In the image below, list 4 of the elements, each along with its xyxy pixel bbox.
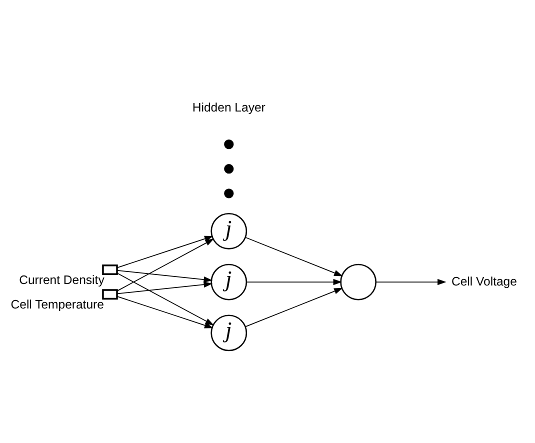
node-label: Cell Temperature — [10, 298, 104, 312]
label: Hidden Layer — [192, 100, 266, 115]
node-label: Current Density — [19, 272, 104, 287]
node-text: Cell Voltage — [452, 274, 517, 288]
